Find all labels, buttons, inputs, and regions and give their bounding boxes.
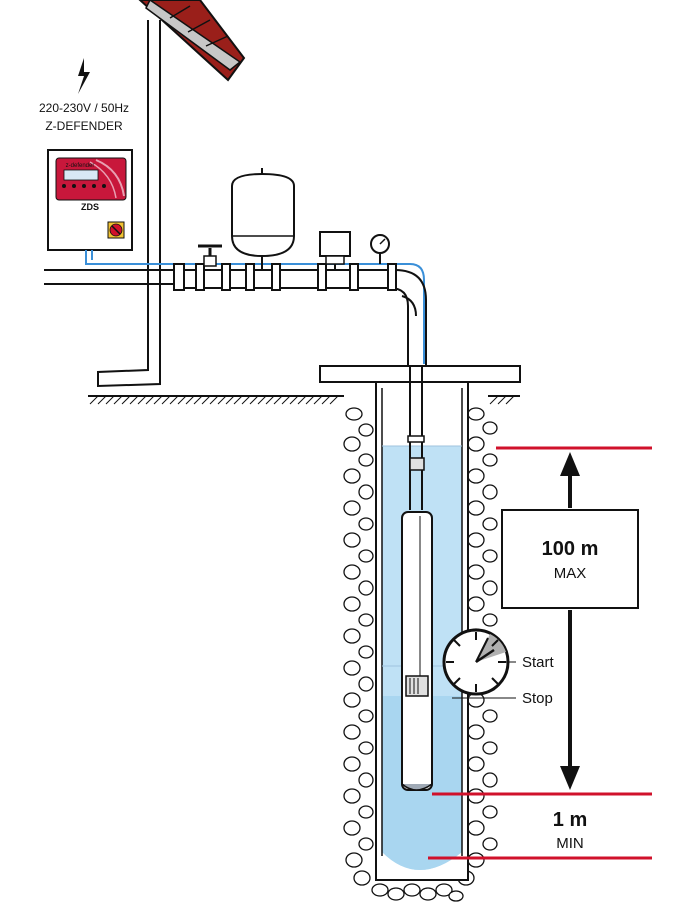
controller-box: z-defender ZDS	[47, 149, 133, 251]
lightning-icon	[78, 58, 90, 94]
clock-icon	[442, 628, 510, 696]
roof	[138, 0, 246, 82]
discharge-pipe	[44, 263, 427, 366]
max-depth-box: 100 m MAX	[501, 509, 639, 609]
house-wall	[97, 20, 161, 388]
controller-logo: ZDS	[81, 202, 99, 212]
valve-icon	[198, 244, 222, 267]
power-voltage-label: 220-230V / 50Hz	[39, 101, 129, 115]
depth-markers	[428, 446, 652, 860]
power-device-label: Z-DEFENDER	[45, 119, 123, 133]
start-label: Start	[522, 654, 555, 671]
depth-arrow	[560, 452, 580, 790]
min-depth: 1 m MIN	[553, 809, 587, 852]
max-depth-label: MAX	[554, 565, 587, 582]
max-depth-value: 100 m	[542, 538, 599, 560]
min-depth-value: 1 m	[553, 809, 587, 831]
controller-brand: z-defender	[66, 163, 95, 169]
pressure-tank	[231, 168, 295, 270]
submersible-pump	[401, 366, 433, 791]
pressure-switch	[319, 231, 351, 270]
min-depth-label: MIN	[556, 835, 584, 852]
ground-surface	[88, 395, 520, 405]
stop-label: Stop	[522, 690, 553, 707]
pressure-gauge-icon	[370, 234, 390, 264]
power-supply: 220-230V / 50Hz Z-DEFENDER	[39, 58, 129, 133]
